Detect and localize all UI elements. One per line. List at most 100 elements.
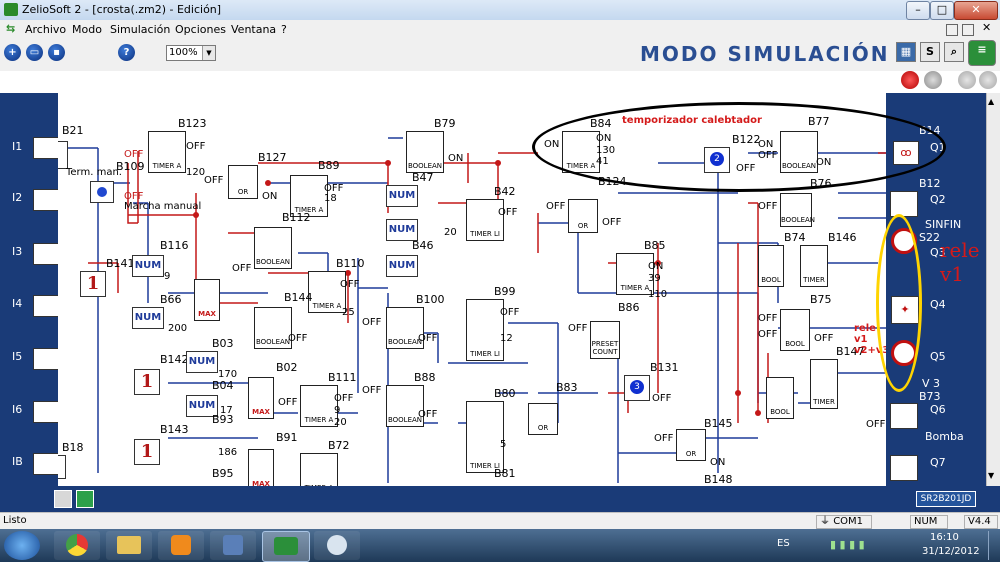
bottom-panel: SR2B201JD	[0, 486, 1000, 512]
virtualbox-taskbar-icon[interactable]	[210, 531, 256, 560]
maximize-button[interactable]: □	[930, 1, 954, 20]
close-button[interactable]: ✕	[954, 1, 998, 20]
timer-block-b89[interactable]: TIMER A	[290, 175, 328, 217]
show-desktop-button[interactable]	[988, 531, 1000, 560]
or-block-b124[interactable]: OR	[568, 199, 598, 233]
input-i1-block[interactable]	[58, 141, 68, 169]
boolean-block-b112[interactable]: BOOLEAN	[254, 227, 292, 269]
stop-icon[interactable]	[901, 71, 919, 89]
menu-modo[interactable]: Modo	[72, 23, 102, 36]
scroll-down-icon[interactable]: ▼	[988, 471, 995, 480]
constant-block-b131[interactable]: 3	[624, 375, 650, 401]
clock-time[interactable]: 16:10	[930, 532, 959, 543]
input-slot-ib[interactable]	[33, 453, 59, 475]
num-block[interactable]: NUM	[186, 351, 218, 373]
input-slot-i2[interactable]	[33, 189, 59, 211]
boolean-block-b74[interactable]: BOOL	[758, 245, 784, 287]
timer-block-b85[interactable]: TIMER A	[616, 253, 654, 295]
analog-input-block[interactable]	[58, 455, 66, 479]
zelio-logo-icon[interactable]: ≡	[968, 40, 996, 66]
mdi-icon[interactable]: ⇆	[6, 22, 16, 35]
menu-opciones[interactable]: Opciones	[175, 23, 226, 36]
value: OFF	[758, 201, 778, 212]
tray-icons[interactable]: ▮ ▮ ▮ ▮	[830, 538, 865, 551]
boolean-block-b76[interactable]: BOOLEAN	[780, 193, 815, 227]
num-block[interactable]: NUM	[386, 185, 418, 207]
boolean-block-b144[interactable]: BOOLEAN	[254, 307, 292, 349]
mdi-close-button[interactable]: ✕	[982, 21, 992, 34]
or-block-b127[interactable]: OR	[228, 165, 258, 199]
new-file-icon[interactable]: +	[4, 44, 21, 61]
value: ON	[262, 191, 278, 202]
boolean-block-b100[interactable]: BOOLEAN	[386, 307, 424, 349]
chrome-taskbar-icon[interactable]	[54, 531, 100, 560]
num-block[interactable]: NUM	[186, 395, 218, 417]
media-taskbar-icon[interactable]	[158, 531, 204, 560]
timer-block-b111[interactable]: TIMER A	[300, 385, 338, 427]
input-slot-i4[interactable]	[33, 295, 59, 317]
input-slot-i6[interactable]	[33, 401, 59, 423]
input-slot-i1[interactable]	[33, 137, 59, 159]
module-icon[interactable]	[76, 490, 94, 508]
minimize-button[interactable]: –	[906, 1, 930, 20]
boolean-block-b88[interactable]: BOOLEAN	[386, 385, 424, 427]
constant-one-block[interactable]: 1	[134, 439, 160, 465]
maxmin-block[interactable]: MAX	[248, 377, 274, 419]
run-icon[interactable]	[958, 71, 976, 89]
output-slot-q6[interactable]	[890, 403, 918, 429]
output-label-q4: Q4	[930, 298, 946, 311]
zeliosoft-taskbar-icon[interactable]	[262, 531, 310, 562]
scroll-up-icon[interactable]: ▲	[988, 97, 995, 106]
io-icon[interactable]	[54, 490, 72, 508]
timer-block-b146[interactable]: TIMER	[800, 245, 828, 287]
num-block[interactable]: NUM	[132, 307, 164, 329]
input-slot-i3[interactable]	[33, 243, 59, 265]
or-block-b83[interactable]: OR	[528, 403, 558, 435]
mdi-minimize-button[interactable]	[946, 24, 958, 36]
timer-block-b72[interactable]: TIMER A	[300, 453, 338, 486]
constant-one-block[interactable]: 1	[80, 271, 106, 297]
output-slot-q7[interactable]	[890, 455, 918, 481]
input-slot-i5[interactable]	[33, 348, 59, 370]
vertical-scrollbar[interactable]: ▲ ▼	[986, 93, 1000, 486]
search-icon[interactable]: ⌕	[944, 42, 964, 62]
language-indicator[interactable]: ES	[777, 538, 790, 549]
explorer-taskbar-icon[interactable]	[106, 531, 152, 560]
save-icon[interactable]: ▪	[48, 44, 65, 61]
constant-one-block[interactable]: 1	[134, 369, 160, 395]
num-block[interactable]: NUM	[386, 255, 418, 277]
output-slot-q2[interactable]	[890, 191, 918, 217]
timer-block-b123[interactable]: TIMER A	[148, 131, 186, 173]
chart-icon[interactable]: ▦	[896, 42, 916, 62]
open-folder-icon[interactable]: ▭	[26, 44, 43, 61]
maxmin-block[interactable]: MAX	[248, 449, 274, 486]
timer-block-b80[interactable]: TIMER LI	[466, 401, 504, 473]
maxmin-block[interactable]: MAX	[194, 279, 220, 321]
menu-archivo[interactable]: Archivo	[25, 23, 67, 36]
timer-block-b147[interactable]: TIMER	[810, 359, 838, 409]
boolean-block-b75[interactable]: BOOL	[780, 309, 810, 351]
num-block[interactable]: NUM	[386, 219, 418, 241]
counter-block-b86[interactable]: PRESET COUNT	[590, 321, 620, 359]
help-icon[interactable]: ?	[118, 44, 135, 61]
manual-button-block[interactable]	[90, 181, 114, 203]
menu-ventana[interactable]: Ventana	[231, 23, 277, 36]
menu-help[interactable]: ?	[281, 23, 287, 36]
clock-date[interactable]: 31/12/2012	[922, 546, 980, 557]
boolean-block-b79[interactable]: BOOLEAN	[406, 131, 444, 173]
timer-block-b110[interactable]: TIMER A	[308, 271, 346, 313]
start-button[interactable]	[4, 531, 40, 560]
timer-block-b42[interactable]: TIMER LI	[466, 199, 504, 241]
mdi-restore-button[interactable]	[962, 24, 974, 36]
num-block[interactable]: NUM	[132, 255, 164, 277]
menu-simulacion[interactable]: Simulación	[110, 23, 171, 36]
value: 25	[342, 307, 355, 318]
zoom-select[interactable]: 100% ▼	[166, 45, 216, 61]
power-icon[interactable]	[924, 71, 942, 89]
s-button[interactable]: S	[920, 42, 940, 62]
timer-block-b99[interactable]: TIMER LI	[466, 299, 504, 361]
boolean-block[interactable]: BOOL	[766, 377, 794, 419]
or-block-b145[interactable]: OR	[676, 429, 706, 461]
stop-run-icon[interactable]	[979, 71, 997, 89]
paint-taskbar-icon[interactable]	[314, 531, 360, 560]
